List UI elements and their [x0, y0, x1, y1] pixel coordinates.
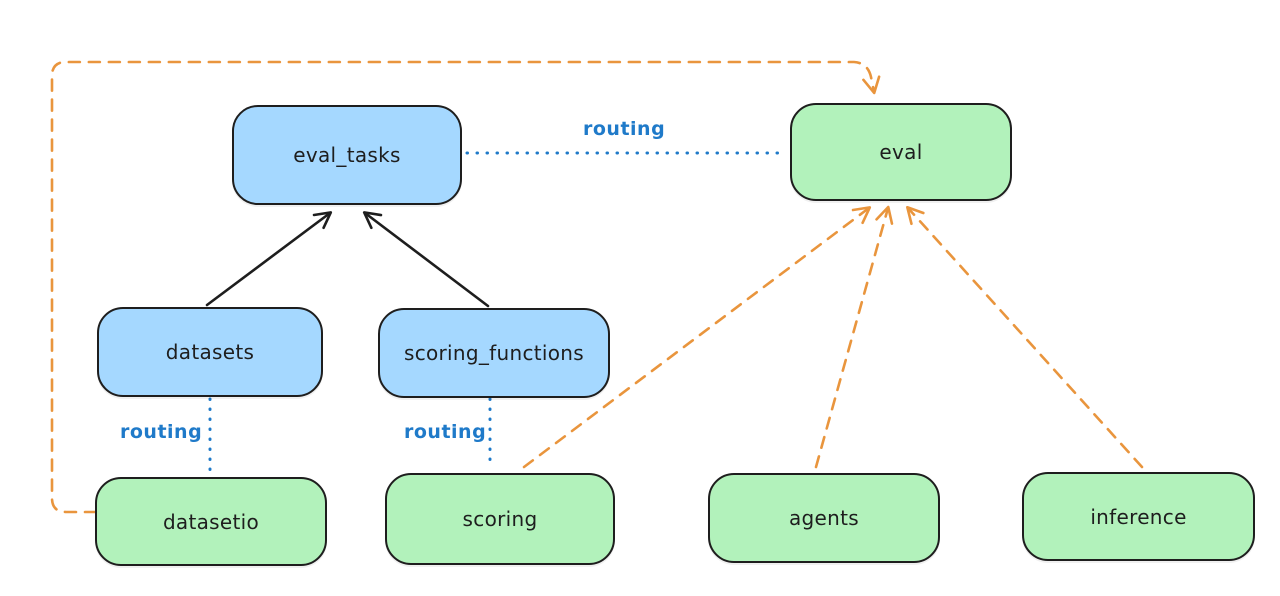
- node-inference: inference: [1022, 472, 1255, 561]
- node-scoring: scoring: [385, 473, 615, 565]
- node-scoring-label: scoring: [462, 507, 538, 531]
- node-eval-tasks: eval_tasks: [232, 105, 462, 205]
- edge-scoring-to-eval: [522, 206, 872, 469]
- edge-scoring-functions-to-eval-tasks: [362, 211, 490, 308]
- edge-agents-to-eval: [814, 205, 894, 469]
- node-agents-label: agents: [789, 506, 859, 530]
- edge-datasetio-to-eval: [50, 60, 881, 514]
- node-scoring-functions-label: scoring_functions: [403, 341, 585, 365]
- edge-label-eval-tasks-eval-routing: routing: [583, 118, 666, 140]
- edge-label-datasets-datasetio-routing: routing: [120, 421, 203, 443]
- node-eval-label: eval: [879, 140, 923, 164]
- edge-inference-to-eval: [906, 205, 1144, 469]
- node-datasets-label: datasets: [165, 340, 255, 364]
- node-agents: agents: [708, 473, 940, 563]
- node-scoring-functions: scoring_functions: [378, 308, 610, 398]
- node-datasets: datasets: [97, 307, 323, 397]
- node-inference-label: inference: [1090, 504, 1187, 529]
- node-eval-tasks-label: eval_tasks: [293, 143, 401, 167]
- node-datasetio: datasetio: [95, 477, 327, 566]
- edge-datasets-to-eval-tasks: [205, 211, 333, 307]
- node-eval: eval: [790, 103, 1012, 201]
- edge-label-scoring-functions-scoring-routing: routing: [404, 421, 487, 443]
- node-datasetio-label: datasetio: [162, 509, 260, 534]
